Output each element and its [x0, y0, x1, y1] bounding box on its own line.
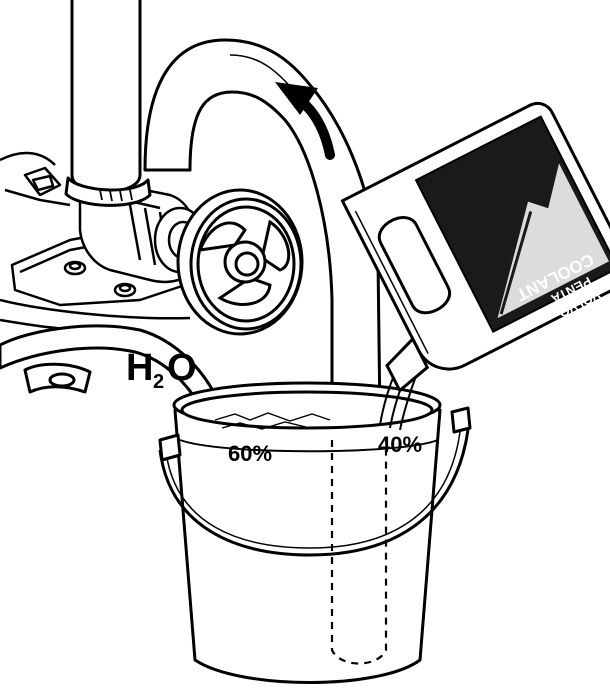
- upper-hose: [66, 0, 150, 205]
- bolt-left: [25, 168, 60, 195]
- water-formula-h: H: [126, 347, 153, 389]
- water-formula-o: O: [167, 347, 197, 389]
- bucket: [160, 383, 470, 683]
- water-percent-label: 60%: [228, 441, 272, 466]
- pulley-wheel: [178, 190, 302, 334]
- coolant-percent-label: 40%: [378, 432, 422, 457]
- water-formula-subscript: 2: [153, 371, 164, 393]
